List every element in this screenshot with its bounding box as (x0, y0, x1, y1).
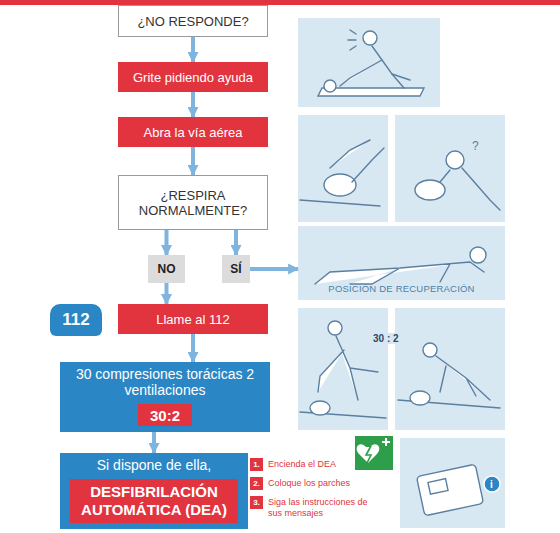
flow-arrow (191, 147, 195, 175)
step-number: 1. (250, 458, 263, 471)
step-text: Coloque los parches (268, 478, 363, 489)
flow-arrow (234, 230, 238, 255)
node-text: 30 compresiones torácicas 2 ventilacione… (68, 366, 262, 398)
aed-title: DESFIBRILACIÓN AUTOMÁTICA (DEA) (70, 479, 238, 523)
flow-arrow (191, 37, 195, 62)
node-text: NO (158, 262, 176, 276)
step-text: Siga las instrucciones de sus mensajes (268, 497, 368, 519)
node-text: ¿NO RESPONDE? (137, 14, 248, 29)
recovery-panel: POSICIÓN DE RECUPERACIÓN (298, 226, 505, 300)
flow-arrow (250, 267, 298, 271)
ratio-caption: 30 : 2 (371, 333, 401, 344)
node-text: Abra la vía aérea (143, 125, 242, 140)
decision-box: ¿RESPIRA NORMALMENTE? (118, 175, 268, 230)
action-box: Abra la vía aérea (118, 117, 268, 147)
flow-arrow (165, 230, 169, 255)
step-number: 2. (250, 477, 263, 490)
node-text: 112 (62, 310, 89, 330)
aed-box: Si dispone de ella, DESFIBRILACIÓN AUTOMÁ… (60, 453, 248, 529)
svg-text:?: ? (472, 139, 479, 153)
svg-text:i: i (490, 479, 493, 490)
ratio-badge: 30:2 (138, 404, 192, 426)
node-text: DESFIBRILACIÓN AUTOMÁTICA (DEA) (76, 483, 232, 519)
flow-arrow (191, 334, 195, 362)
action-box: Grite pidiendo ayuda (118, 62, 268, 92)
node-text: POSICIÓN DE RECUPERACIÓN (328, 283, 474, 294)
node-text: Llame al 112 (156, 312, 229, 327)
top-band (0, 0, 560, 5)
action-box: Llame al 112 (118, 304, 268, 334)
figures: ? i (300, 30, 500, 516)
flow-arrow (191, 92, 195, 117)
aed-icon (355, 436, 393, 470)
node-text: ¿RESPIRA NORMALMENTE? (125, 188, 261, 218)
step-text: Encienda el DEA (268, 459, 352, 470)
node-text: Grite pidiendo ayuda (133, 70, 253, 85)
node-text: Si dispone de ella, (68, 457, 240, 473)
answer-box: SÍ (222, 255, 250, 283)
node-text: SÍ (230, 262, 241, 276)
step-number: 3. (250, 496, 263, 509)
flow-arrow (165, 283, 169, 304)
cpr-box: 30 compresiones torácicas 2 ventilacione… (60, 362, 270, 432)
answer-box: NO (148, 255, 185, 283)
flow-arrow (152, 432, 156, 453)
illustration-panels (298, 18, 505, 528)
node-text: 30:2 (150, 407, 180, 424)
start-box: ¿NO RESPONDE? (118, 5, 268, 37)
phone-icon: 112 (50, 304, 102, 336)
